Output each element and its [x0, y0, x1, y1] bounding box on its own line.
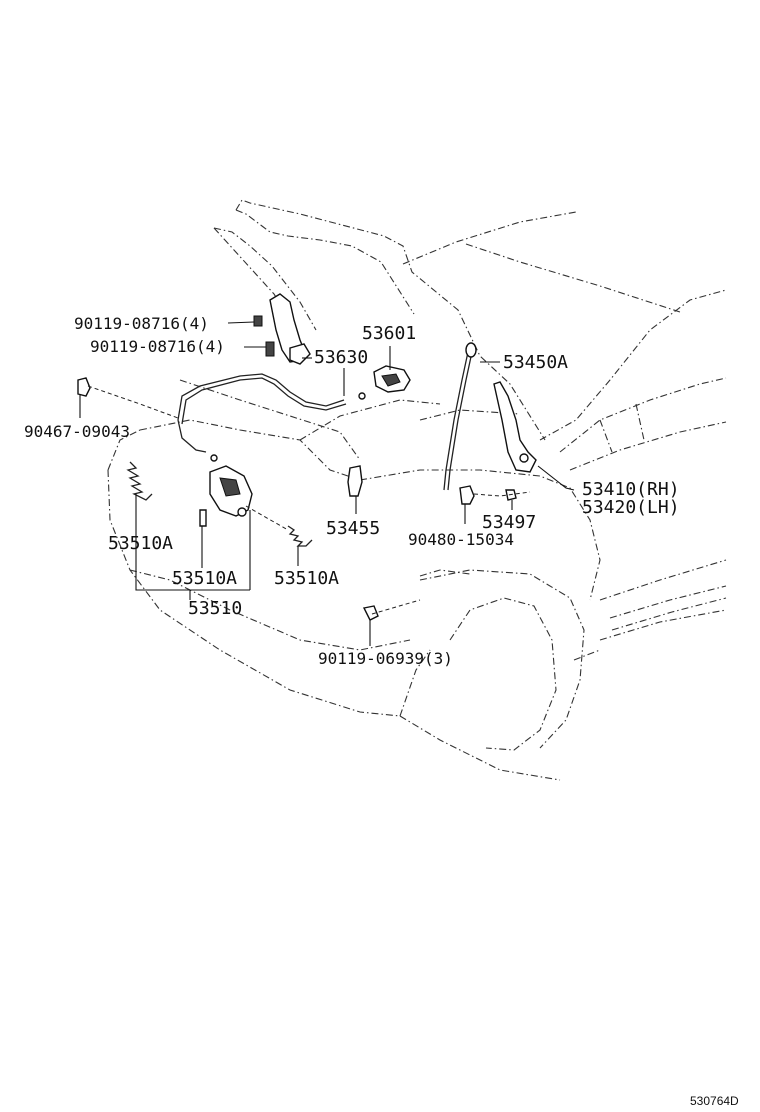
hood-rod-holder — [347, 465, 363, 497]
hood-hinge-left — [269, 293, 311, 365]
grommet-part — [459, 485, 475, 505]
leader-lines — [79, 321, 575, 646]
callout-bolt-b: 90119-08716(4) — [90, 337, 225, 356]
hood-lock-assembly — [209, 465, 253, 517]
callout-bolt-bottom: 90119-06939(3) — [318, 649, 453, 668]
hood-lock-release-lever — [373, 365, 411, 393]
callout-support-rod: 53450A — [503, 352, 568, 373]
hood-lock-spring-right — [287, 525, 313, 547]
callout-latch-center: 53510A — [172, 568, 237, 589]
bolt-part-bottom — [362, 605, 379, 621]
callout-grommet: 90480-15034 — [408, 530, 514, 549]
clip-part — [77, 377, 91, 397]
callout-hinge-rh: 53410(RH) — [582, 479, 680, 500]
callout-clip: 90467-09043 — [24, 422, 130, 441]
callout-lever: 53601 — [362, 323, 416, 344]
figure-id: 530764D — [690, 1094, 739, 1108]
bolt-part-b — [265, 341, 275, 357]
bolt-part-a — [253, 315, 263, 327]
car-body-outline — [107, 289, 727, 781]
callout-hinge-lh: 53420(LH) — [582, 497, 680, 518]
callout-rod-holder: 53455 — [326, 518, 380, 539]
callout-bolt-a: 90119-08716(4) — [74, 314, 209, 333]
callout-latch-assy: 53510 — [188, 598, 242, 619]
hood-hinge-right — [493, 381, 537, 473]
callout-latch-left: 53510A — [108, 533, 173, 554]
callout-cushion: 53497 — [482, 512, 536, 533]
hood-lock-pin-center — [199, 509, 207, 527]
hood-support-rod — [443, 342, 477, 491]
hood-lock-control-cable — [177, 373, 366, 462]
callout-control-cable: 53630 — [314, 347, 368, 368]
hood-lock-spring-left — [126, 461, 153, 501]
callout-latch-right: 53510A — [274, 568, 339, 589]
callout-labels: 90119-08716(4) 90119-08716(4) 90467-0904… — [24, 314, 680, 668]
